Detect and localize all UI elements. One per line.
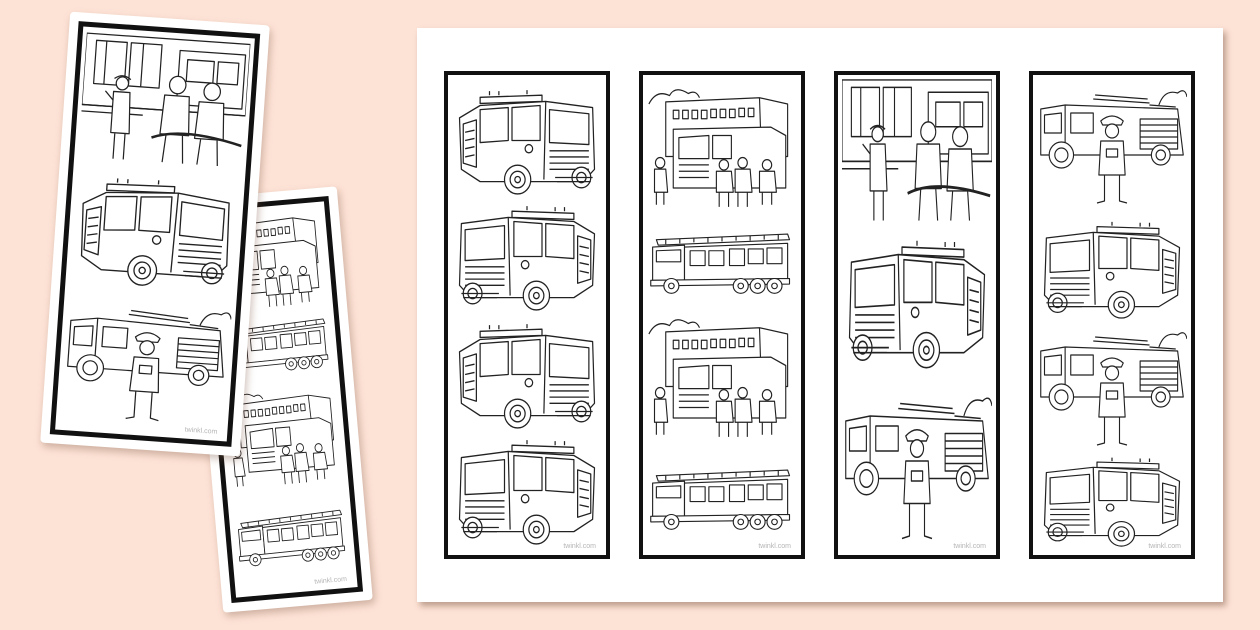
scene-fire-engine (70, 171, 241, 292)
scene-fire-engine (452, 321, 602, 429)
scene-aerial-ladder-truck (647, 459, 797, 533)
scene-fire-engine (452, 87, 602, 195)
scene-fire-station-crew (647, 313, 797, 439)
watermark: twinkl.com (563, 543, 596, 550)
bookmark-fire-station: twinkl.com (639, 71, 805, 559)
scene-aerial-ladder-truck (647, 223, 797, 297)
watermark: twinkl.com (758, 543, 791, 550)
scene-firefighter-with-truck (1037, 85, 1187, 205)
scene-firefighter-with-truck (842, 391, 992, 541)
scene-fire-engine (842, 237, 992, 369)
scene-fire-engine (452, 203, 602, 311)
scene-firefighter-with-truck (60, 296, 233, 427)
scene-aerial-ladder-truck (232, 501, 351, 571)
bookmark-frame: twinkl.com (49, 21, 261, 447)
watermark: twinkl.com (184, 426, 218, 436)
scene-firefighters-with-hose (842, 75, 992, 223)
printable-sheet: twinkl.com twinkl.com twinkl.com (417, 28, 1223, 602)
watermark: twinkl.com (1148, 543, 1181, 550)
watermark: twinkl.com (953, 543, 986, 550)
loose-bookmark-firefighters: twinkl.com (40, 11, 270, 457)
scene-fire-engine (452, 437, 602, 545)
scene-fire-engine (1037, 455, 1187, 547)
bookmark-fire-engines: twinkl.com (444, 71, 610, 559)
bookmark-firefighter-trucks: twinkl.com (1029, 71, 1195, 559)
scene-firefighter-with-truck (1037, 327, 1187, 447)
scene-fire-station-crew (647, 83, 797, 209)
watermark: twinkl.com (314, 575, 348, 586)
scene-fire-engine (1037, 219, 1187, 319)
scene-firefighters-with-hose (78, 29, 251, 170)
bookmark-firefighters: twinkl.com (834, 71, 1000, 559)
